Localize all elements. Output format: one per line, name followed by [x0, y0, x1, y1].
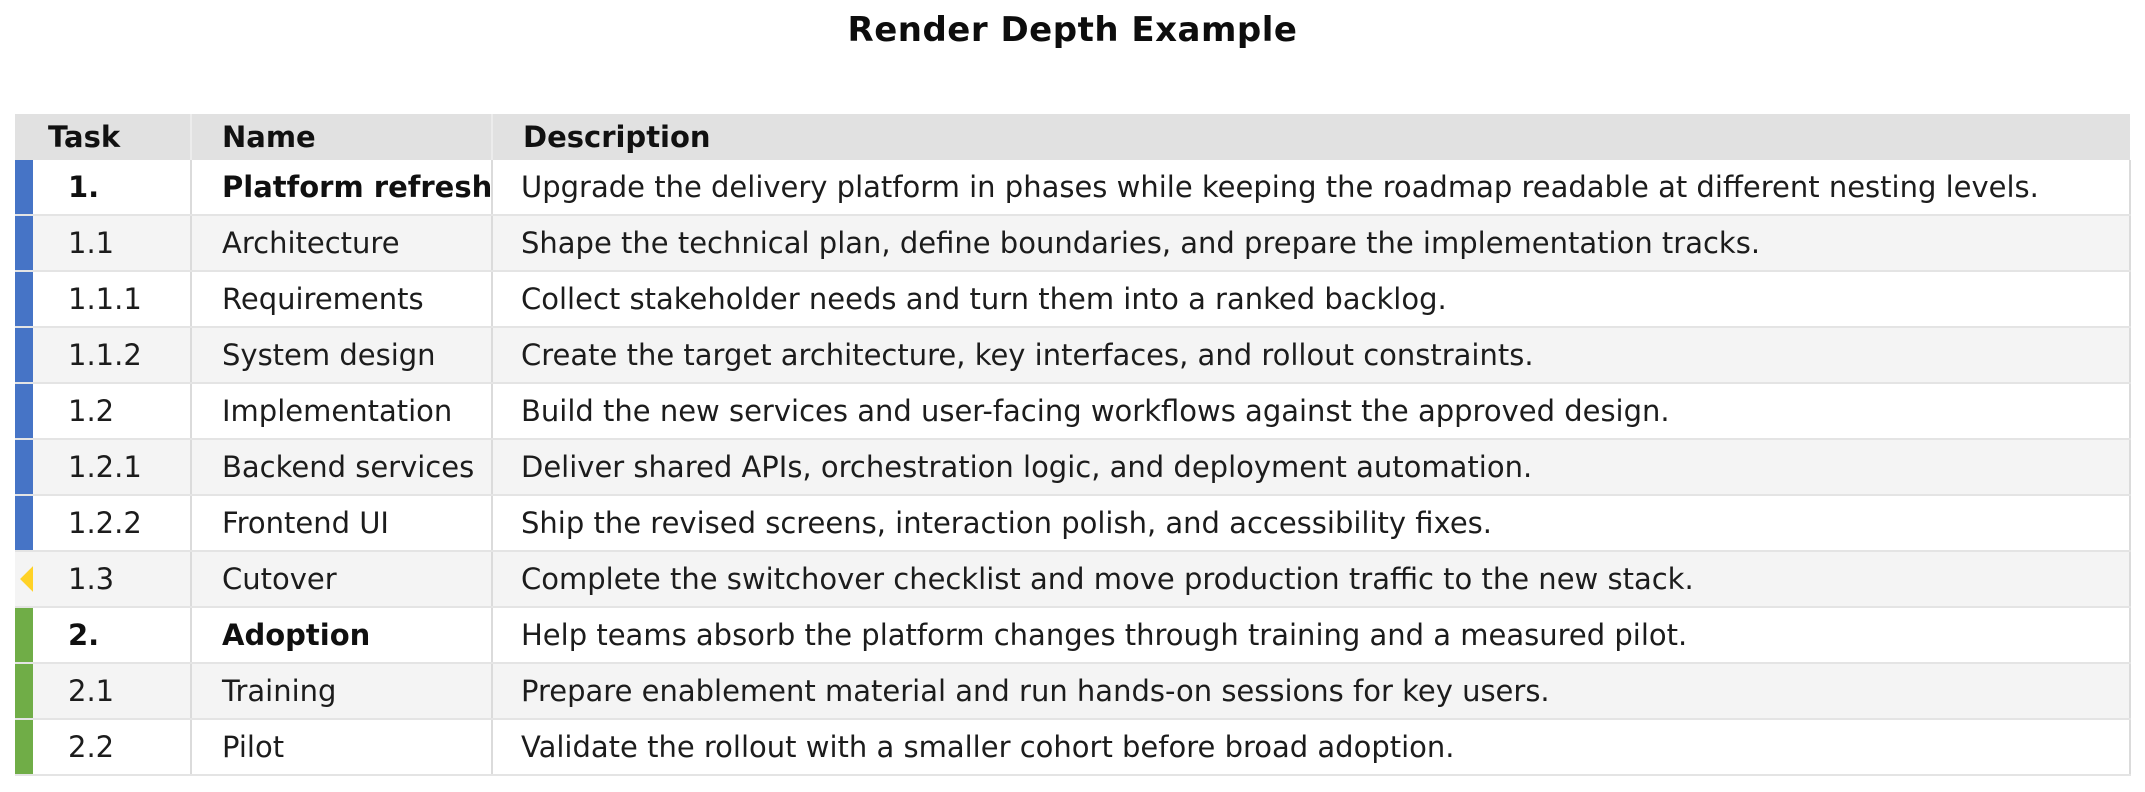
column-header-task: Task	[33, 114, 191, 160]
row-accent-bar	[15, 327, 33, 384]
task-name-cell: Adoption	[190, 607, 492, 664]
task-description-cell: Validate the rollout with a smaller coho…	[491, 719, 2131, 776]
task-name-cell: Requirements	[190, 271, 492, 328]
task-id-cell: 2.2	[33, 719, 191, 776]
task-description-cell: Deliver shared APIs, orchestration logic…	[491, 439, 2131, 496]
task-name-cell: Implementation	[190, 383, 492, 440]
task-id-cell: 1.2.1	[33, 439, 191, 496]
task-id-cell: 1.1	[33, 215, 191, 272]
task-name-cell: Frontend UI	[190, 495, 492, 552]
task-description-cell: Create the target architecture, key inte…	[491, 327, 2131, 384]
task-description-cell: Upgrade the delivery platform in phases …	[491, 160, 2131, 216]
task-id-cell: 1.1.2	[33, 327, 191, 384]
task-description-cell: Help teams absorb the platform changes t…	[491, 607, 2131, 664]
column-header-description: Description	[491, 114, 2130, 160]
task-name-cell: Pilot	[190, 719, 492, 776]
task-name-cell: Cutover	[190, 551, 492, 608]
task-description-cell: Complete the switchover checklist and mo…	[491, 551, 2131, 608]
task-id-cell: 2.	[33, 607, 191, 664]
row-accent-bar	[15, 215, 33, 272]
row-accent-bar	[15, 439, 33, 496]
task-name-cell: Training	[190, 663, 492, 720]
marker-column-header	[15, 114, 33, 160]
task-id-cell: 2.1	[33, 663, 191, 720]
column-header-name: Name	[190, 114, 492, 160]
row-accent-bar	[15, 383, 33, 440]
milestone-marker-cell	[15, 551, 33, 608]
row-accent-bar	[15, 495, 33, 552]
task-table: Task Name Description 1.Platform refresh…	[15, 114, 2131, 776]
task-description-cell: Build the new services and user-facing w…	[491, 383, 2131, 440]
task-name-cell: Architecture	[190, 215, 492, 272]
task-id-cell: 1.2	[33, 383, 191, 440]
row-accent-bar	[15, 719, 33, 776]
task-description-cell: Collect stakeholder needs and turn them …	[491, 271, 2131, 328]
task-name-cell: Platform refresh	[190, 160, 492, 216]
task-id-cell: 1.1.1	[33, 271, 191, 328]
page-title: Render Depth Example	[847, 10, 1298, 50]
row-accent-bar	[15, 607, 33, 664]
milestone-diamond-icon	[20, 565, 33, 593]
row-accent-bar	[15, 271, 33, 328]
header-row: Task Name Description	[15, 114, 2130, 160]
task-name-cell: Backend services	[190, 439, 492, 496]
row-accent-bar	[15, 663, 33, 720]
task-description-cell: Ship the revised screens, interaction po…	[491, 495, 2131, 552]
task-id-cell: 1.2.2	[33, 495, 191, 552]
task-id-cell: 1.	[33, 160, 191, 216]
task-description-cell: Prepare enablement material and run hand…	[491, 663, 2131, 720]
task-description-cell: Shape the technical plan, define boundar…	[491, 215, 2131, 272]
task-id-cell: 1.3	[33, 551, 191, 608]
task-name-cell: System design	[190, 327, 492, 384]
row-accent-bar	[15, 160, 33, 216]
